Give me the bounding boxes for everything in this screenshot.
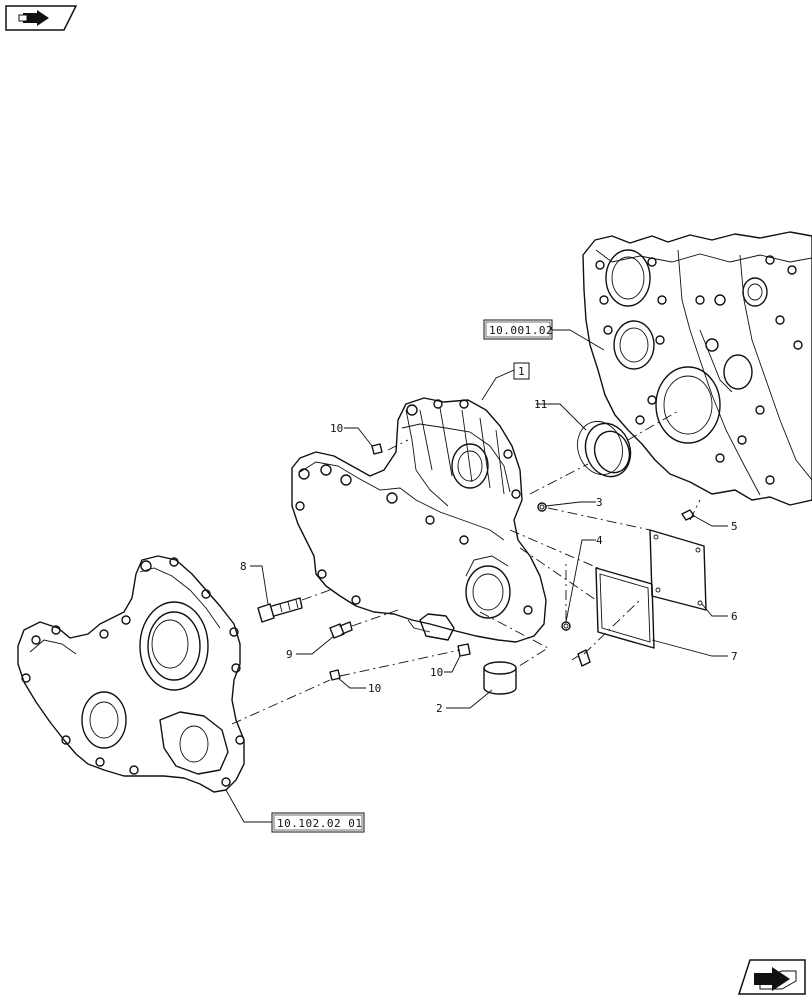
engine-block-drawing — [582, 231, 812, 506]
stud-drawing — [329, 621, 353, 639]
gasket-drawing — [595, 567, 655, 649]
reference-front-cover-label: 10.102.02 01 — [277, 817, 362, 830]
dowel-mid-drawing — [457, 643, 471, 657]
timing-cover-drawing — [291, 397, 547, 643]
bolt-drawing — [257, 597, 303, 623]
front-cover-drawing — [17, 555, 245, 793]
cover-plate-drawing — [649, 529, 707, 611]
dowel-low-drawing — [329, 669, 341, 681]
callout-5: 5 — [731, 520, 738, 533]
dowel-top-drawing — [371, 443, 383, 455]
callout-1: 1 — [518, 365, 525, 378]
callout-4: 4 — [596, 534, 603, 547]
reference-front-cover[interactable]: 10.102.02 01 — [271, 812, 365, 833]
seal-ring-drawing — [577, 420, 632, 478]
reference-engine-block[interactable]: 10.001.02 — [483, 319, 553, 340]
leader-lines — [225, 329, 728, 823]
callout-2: 2 — [436, 702, 443, 715]
callout-9: 9 — [286, 648, 293, 661]
reference-engine-block-label: 10.001.02 — [489, 324, 553, 337]
callout-6: 6 — [731, 610, 738, 623]
plug-small-drawing — [537, 502, 547, 512]
arrow-right-icon — [737, 959, 806, 995]
callout-10-low: 10 — [368, 682, 381, 695]
callout-1-box: 1 — [513, 362, 530, 380]
callout-7: 7 — [731, 650, 738, 663]
callout-10-top: 10 — [330, 422, 343, 435]
arrow-left-icon — [5, 5, 78, 31]
callout-10-mid: 10 — [430, 666, 443, 679]
prev-page-button[interactable] — [5, 5, 78, 31]
callout-11: 11 — [534, 398, 547, 411]
next-page-button[interactable] — [737, 959, 806, 995]
plug-drawing — [561, 621, 571, 631]
callout-8: 8 — [240, 560, 247, 573]
callout-3: 3 — [596, 496, 603, 509]
alignment-lines — [231, 409, 701, 725]
sleeve-ring-drawing — [483, 661, 517, 695]
